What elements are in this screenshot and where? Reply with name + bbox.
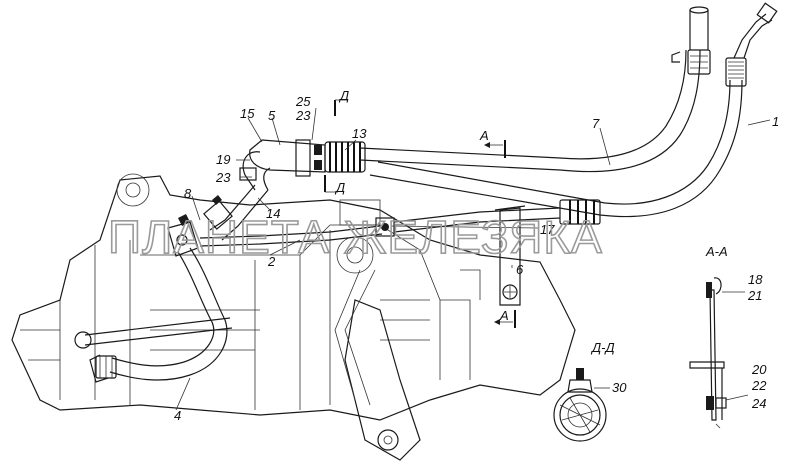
section-mark-d-bottom: Д (324, 175, 345, 195)
callout-21: 21 (747, 288, 762, 303)
callout-6: 6 (516, 262, 524, 277)
section-view-dd: Д-Д 30 (553, 340, 627, 442)
steering-gear-body (11, 173, 576, 461)
callout-22: 22 (751, 378, 767, 393)
callout-25: 25 (295, 94, 311, 109)
callout-30: 30 (612, 380, 627, 395)
callout-15: 15 (240, 106, 255, 121)
leader-lines (175, 107, 771, 411)
valve-block-8 (167, 214, 199, 257)
bracket-6 (494, 205, 526, 306)
callout-19: 19 (216, 152, 230, 167)
callout-5: 5 (268, 108, 276, 123)
section-mark-d-top: Д (334, 88, 349, 116)
section-mark-a-bottom: А (494, 308, 516, 328)
callout-23-lower: 23 (215, 170, 231, 185)
section-label-a-bottom: А (499, 308, 509, 323)
section-view-aa: А-А 18 21 20 22 24 (689, 244, 767, 429)
watermark-text: ПЛАНЕТА ЖЕЛЕЗЯКА (108, 211, 603, 263)
callout-14: 14 (266, 206, 280, 221)
callout-20: 20 (751, 362, 767, 377)
section-label-d-bottom: Д (334, 180, 345, 195)
callout-2: 2 (267, 254, 276, 269)
callout-7: 7 (592, 116, 600, 131)
pipe-2 (199, 199, 601, 247)
callout-1: 1 (772, 114, 779, 129)
section-mark-a-top: А (479, 128, 506, 158)
callout-23-upper: 23 (295, 108, 311, 123)
elbow-fitting-5 (239, 139, 326, 191)
section-label-a-top: А (479, 128, 489, 143)
callout-8: 8 (184, 186, 192, 201)
hose-4 (74, 247, 233, 383)
section-label-d-top: Д (338, 88, 349, 103)
hose-7 (359, 6, 711, 173)
callout-13: 13 (352, 126, 367, 141)
callout-18: 18 (748, 272, 763, 287)
corrugated-coupling-13 (324, 141, 366, 173)
callout-24: 24 (751, 396, 766, 411)
callout-4: 4 (174, 408, 181, 423)
pipe-14 (203, 184, 269, 241)
callout-17: 17 (540, 222, 555, 237)
view-dd-title: Д-Д (590, 340, 615, 355)
view-aa-title: А-А (705, 244, 728, 259)
hose-1 (369, 2, 778, 218)
